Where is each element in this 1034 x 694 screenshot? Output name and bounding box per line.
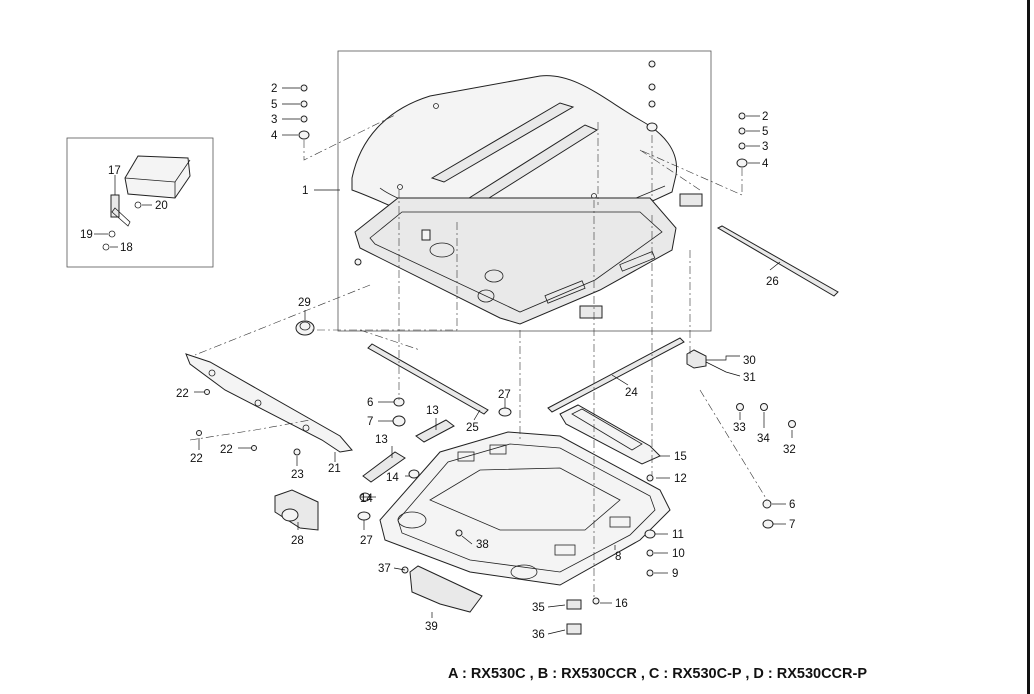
callout-5: 5 (762, 126, 768, 138)
callout-3: 3 (762, 141, 768, 153)
callout-14: 14 (360, 493, 373, 505)
main-assembly-frame (337, 50, 712, 332)
callout-2: 2 (271, 83, 277, 95)
pad-upper (679, 193, 703, 207)
callout-5: 5 (271, 99, 277, 111)
callout-27: 27 (498, 389, 511, 401)
callout-25: 25 (466, 422, 479, 434)
callout-39: 39 (425, 621, 438, 633)
callout-1: 1 (302, 185, 308, 197)
callout-35: 35 (532, 602, 545, 614)
grommet-29 (295, 320, 315, 336)
callout-7: 7 (367, 416, 373, 428)
callout-36: 36 (532, 629, 545, 641)
callout-23: 23 (291, 469, 304, 481)
callout-4: 4 (271, 130, 278, 142)
page-edge-border (1027, 0, 1030, 694)
fasteners (196, 60, 796, 605)
seal-strip-25 (367, 343, 489, 415)
callout-6: 6 (367, 397, 373, 409)
model-legend-caption: A : RX530C , B : RX530CCR , C : RX530C-P… (448, 666, 867, 682)
pad-lower (579, 305, 603, 319)
callout-32: 32 (783, 444, 796, 456)
callout-20: 20 (155, 200, 168, 212)
assembly-guides (189, 114, 768, 600)
callout-19: 19 (80, 229, 93, 241)
callout-22: 22 (190, 453, 203, 465)
switch-28 (274, 489, 319, 531)
seal-strip-26 (716, 225, 839, 297)
callout-31: 31 (743, 372, 756, 384)
callout-3: 3 (271, 114, 277, 126)
callout-labels: 1 2 5 3 4 2 5 3 4 17 20 19 18 26 29 30 3… (80, 83, 796, 641)
rail-21 (185, 353, 353, 453)
callout-18: 18 (120, 242, 133, 254)
callout-28: 28 (291, 535, 304, 547)
callout-38: 38 (476, 539, 489, 551)
callout-4: 4 (762, 158, 769, 170)
callout-17: 17 (108, 165, 121, 177)
callout-33: 33 (733, 422, 746, 434)
callout-10: 10 (672, 548, 685, 560)
callout-6: 6 (789, 499, 795, 511)
callout-13: 13 (426, 405, 439, 417)
seal-strip-24 (547, 337, 685, 413)
callout-13: 13 (375, 434, 388, 446)
leader-lines (94, 87, 793, 635)
headliner-panel (379, 431, 671, 586)
callout-8: 8 (615, 551, 621, 563)
callout-22: 22 (220, 444, 233, 456)
cover-39 (409, 565, 483, 613)
lamp-13-lower (362, 451, 406, 483)
callout-22: 22 (176, 388, 189, 400)
roof-liner-tray (354, 197, 677, 325)
callout-34: 34 (757, 433, 770, 445)
callout-27: 27 (360, 535, 373, 547)
callout-9: 9 (672, 568, 678, 580)
callout-30: 30 (743, 355, 756, 367)
callout-7: 7 (789, 519, 795, 531)
callout-2: 2 (762, 111, 768, 123)
block-36 (566, 623, 582, 635)
callout-15: 15 (674, 451, 687, 463)
callout-11: 11 (672, 529, 684, 541)
callout-16: 16 (615, 598, 628, 610)
callout-24: 24 (625, 387, 638, 399)
callout-37: 37 (378, 563, 391, 575)
callout-12: 12 (674, 473, 687, 485)
block-35 (566, 599, 582, 610)
head-unit-radio (102, 155, 191, 251)
head-unit-inset-frame (66, 137, 214, 268)
callout-21: 21 (328, 463, 341, 475)
callout-29: 29 (298, 297, 311, 309)
lamp-13-upper (415, 419, 455, 443)
callout-26: 26 (766, 276, 779, 288)
callout-14: 14 (386, 472, 399, 484)
bracket-30 (686, 349, 707, 369)
